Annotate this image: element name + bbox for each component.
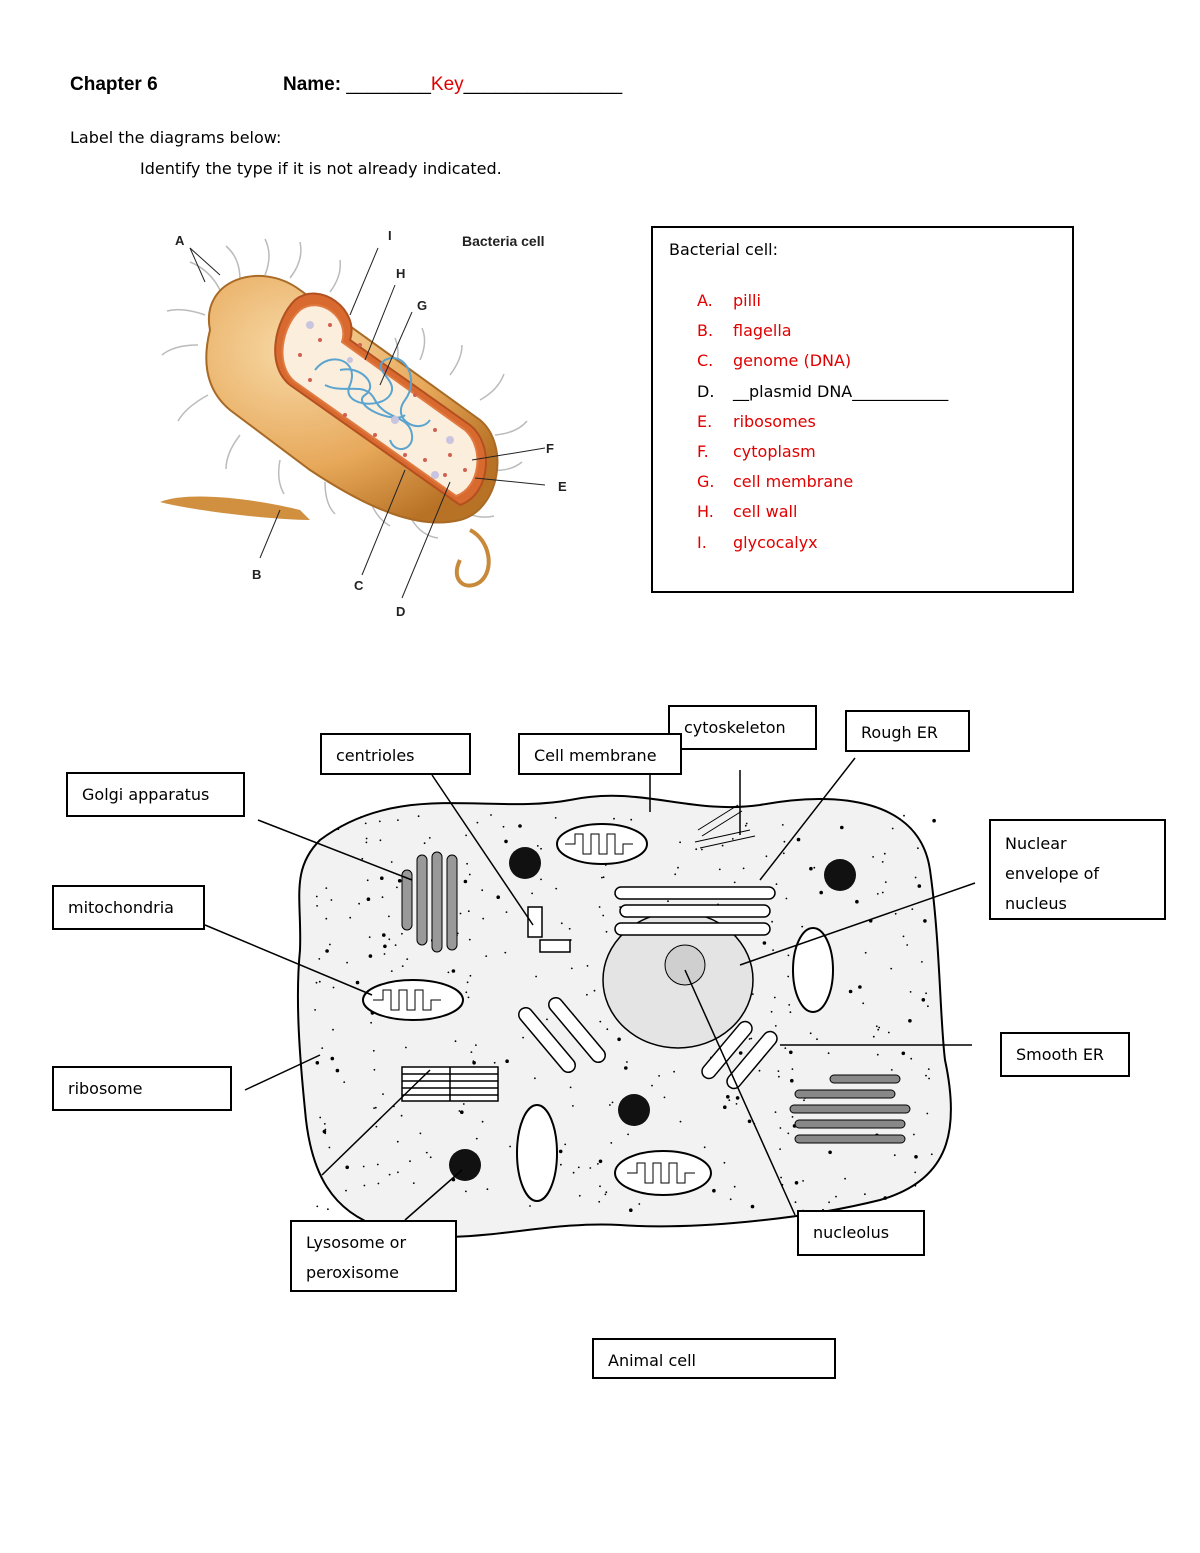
cytoskeleton-shape xyxy=(694,804,756,849)
vacuoles xyxy=(306,321,454,479)
bacteria-letter: F xyxy=(546,441,554,456)
rough-er-shapes xyxy=(614,886,776,936)
legend-item-key: B. xyxy=(697,321,714,341)
cytoplasm-area xyxy=(281,304,479,498)
legend-item-value: cytoplasm xyxy=(733,441,816,461)
label-cytoskeleton: cytoskeleton xyxy=(668,705,817,750)
label-lysosome-line: peroxisome xyxy=(306,1263,399,1282)
label-smooth-er: Smooth ER xyxy=(1000,1032,1130,1077)
name-suffix-line: _______________ xyxy=(463,74,623,95)
bacteria-letter-labels: A I H G F E B C D Bacteria cell xyxy=(175,228,567,619)
name-line: Name: ________Key_______________ xyxy=(283,74,622,96)
name-prefix-line: ________ xyxy=(346,74,431,95)
legend-item-key: A. xyxy=(697,291,713,310)
flagellum xyxy=(160,496,310,520)
legend-item-value: flagella xyxy=(733,321,792,341)
label-lysosome-line: Lysosome or xyxy=(306,1233,407,1252)
bacteria-letter: B xyxy=(252,567,261,582)
legend-item-key: D. xyxy=(697,381,715,401)
label-mitochondria: mitochondria xyxy=(52,885,205,930)
centriole-shapes xyxy=(527,906,571,953)
legend-item-value: genome (DNA) xyxy=(733,351,852,371)
legend-item-value: cell membrane xyxy=(733,472,854,492)
label-golgi-apparatus: Golgi apparatus xyxy=(66,772,245,817)
label-nuclear-envelope-line: Nuclear xyxy=(1005,834,1067,853)
bacteria-letter: G xyxy=(417,298,427,313)
bacteria-diagram-title: Bacteria cell xyxy=(462,233,545,249)
legend-item-key: I. xyxy=(697,532,707,552)
legend-item-value: ribosomes xyxy=(733,411,816,431)
bacteria-letter: I xyxy=(388,228,392,243)
legend-item: C. genome (DNA) xyxy=(697,346,948,376)
animal-cell-diagram xyxy=(296,794,952,1238)
legend-item-key: H. xyxy=(697,502,714,522)
legend-title: Bacterial cell: xyxy=(669,240,778,259)
label-nuclear-envelope-line: envelope of xyxy=(1005,864,1100,883)
legend-item: H. cell wall xyxy=(697,497,948,527)
ribosome-dots xyxy=(298,323,467,477)
nucleolus-shape xyxy=(664,944,706,986)
bacteria-letter: H xyxy=(396,266,405,281)
label-centrioles: centrioles xyxy=(320,733,471,775)
bacteria-leader-lines xyxy=(189,247,546,599)
legend-item-value: pilli xyxy=(733,291,761,310)
label-nuclear-envelope-line: nucleus xyxy=(1005,894,1067,913)
golgi-shapes xyxy=(401,851,458,953)
instruction-line-1: Label the diagrams below: xyxy=(70,128,282,147)
legend-item: D. __plasmid DNA____________ xyxy=(697,377,948,407)
legend-item-key: G. xyxy=(697,472,715,492)
legend-item: E. ribosomes xyxy=(697,407,948,437)
name-value: Key xyxy=(430,74,464,95)
legend-item: A. pilli xyxy=(697,286,948,316)
legend-item-value: __plasmid DNA____________ xyxy=(733,381,949,401)
label-ribosome: ribosome xyxy=(52,1066,232,1111)
legend-item-key: E. xyxy=(697,411,713,431)
smooth-er-shapes xyxy=(518,996,778,1090)
lysosome-shapes xyxy=(449,847,856,1181)
legend-item-value: cell wall xyxy=(733,502,798,522)
bacteria-diagram: A I H G F E B C D Bacteria cell xyxy=(160,228,567,619)
legend-item-key: F. xyxy=(697,441,709,461)
label-lysosome-peroxisome: Lysosome or peroxisome xyxy=(290,1220,457,1292)
bacteria-letter: C xyxy=(354,578,364,593)
bacteria-letter: D xyxy=(396,604,405,619)
filament-block xyxy=(401,1066,499,1102)
legend-item: F. cytoplasm xyxy=(697,437,948,467)
bacteria-letter: E xyxy=(558,479,567,494)
legend-item-key: C. xyxy=(697,351,714,371)
label-cell-membrane: Cell membrane xyxy=(518,733,682,775)
legend-item-value: glycocalyx xyxy=(733,532,818,552)
label-nucleolus: nucleolus xyxy=(797,1210,925,1256)
legend-item: I. glycocalyx xyxy=(697,528,948,558)
instruction-line-2: Identify the type if it is not already i… xyxy=(140,159,502,178)
bacteria-letter: A xyxy=(175,233,185,248)
label-rough-er: Rough ER xyxy=(845,710,970,752)
label-animal-cell: Animal cell xyxy=(592,1338,836,1379)
lower-er-shapes xyxy=(789,1074,911,1144)
legend-item: B. flagella xyxy=(697,316,948,346)
label-nuclear-envelope: Nuclear envelope of nucleus xyxy=(989,819,1166,920)
legend-item: G. cell membrane xyxy=(697,467,948,497)
chapter-title: Chapter 6 xyxy=(70,74,158,95)
mitochondria-shapes xyxy=(362,823,834,1202)
name-label: Name: xyxy=(283,74,342,95)
